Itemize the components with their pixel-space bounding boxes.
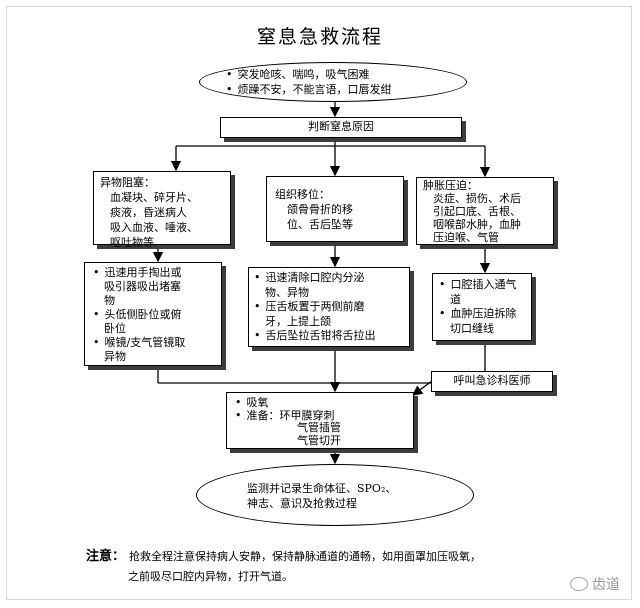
cause-displacement-line: 位、舌后坠等 xyxy=(287,218,353,231)
cause-compression-line: 炎症、损伤、术后 xyxy=(433,192,521,205)
attention-note: 注意：抢救全程注意保持病人安静，保持静脉通道的通畅，如用面罩加压吸氧， 之前吸尽… xyxy=(86,547,481,587)
action-foreign-step: 喉镜/支气管镜取 xyxy=(93,336,215,350)
cause-compression-line: 压迫喉、气管 xyxy=(433,231,499,244)
action-compression-step-cont: 切口缝线 xyxy=(450,321,494,335)
call-emergency-doctor-label: 呼叫急诊科医师 xyxy=(453,374,531,387)
action-displacement-step: 迅速清除口腔内分泌 xyxy=(254,271,404,286)
wechat-icon xyxy=(570,577,588,591)
action-foreign-step: 迅速用手掏出或 xyxy=(93,266,215,280)
action-foreign-step-cont: 吸引器吸出堵塞 xyxy=(104,280,181,293)
treatment-intubation: 气管插管 xyxy=(297,421,341,434)
cause-foreign-line: 吸入血液、唾液、 xyxy=(110,221,198,234)
diagram-frame xyxy=(6,6,632,600)
cause-displacement-box: 组织移位： 颌骨骨折的移 位、舌后坠等 xyxy=(266,176,404,242)
start-symptoms-ellipse: 突发呛咳、喘鸣，吸气困难 烦躁不安，不能言语，口唇发绀 xyxy=(199,62,467,102)
cause-foreign-body-box: 异物阻塞： 血凝块、碎牙片、 痰液，昏迷病人 吸入血液、唾液、 呕吐物等 xyxy=(93,171,231,249)
action-displacement-step-cont: 牙，上提上颌 xyxy=(265,314,331,328)
judge-cause-label: 判断窒息原因 xyxy=(308,120,374,133)
treatment-oxygen: 吸氧 xyxy=(235,396,405,410)
treatment-box: 吸氧 准备：环甲膜穿刺 气管插管 气管切开 xyxy=(226,392,414,449)
cause-compression-line: 引起口底、舌根、 xyxy=(433,205,521,218)
attention-note-line-1: 抢救全程注意保持病人安静，保持静脉通道的通畅，如用面罩加压吸氧， xyxy=(129,550,482,563)
watermark-text: 齿道 xyxy=(592,577,620,593)
action-compression-step: 血肿压迫拆除 xyxy=(439,307,525,322)
diagram-title: 窒息急救流程 xyxy=(256,26,383,48)
symptom-1: 突发呛咳、喘鸣，吸气困难 xyxy=(226,67,466,82)
action-displacement-step: 压舌板置于两侧前磨 xyxy=(254,300,404,315)
cause-foreign-line: 痰液，昏迷病人 xyxy=(110,206,187,219)
attention-note-label: 注意： xyxy=(86,549,126,564)
monitor-ellipse: 监测并记录生命体征、SPO₂、 神志、意识及抢救过程 xyxy=(196,464,474,526)
action-compression-step-cont: 道 xyxy=(450,292,461,306)
treatment-prepare: 准备：环甲膜穿刺 xyxy=(235,409,405,423)
cause-compression-title: 肿胀压迫： xyxy=(423,179,478,192)
action-foreign-step-cont: 物 xyxy=(104,294,115,307)
watermark: 齿道 xyxy=(570,574,620,594)
action-foreign-step: 头低侧卧位或俯 xyxy=(93,308,215,322)
cause-compression-box: 肿胀压迫： 炎症、损伤、术后 引起口底、舌根、 咽喉部水肿，血肿 压迫喉、气管 xyxy=(416,177,554,245)
cause-foreign-title: 异物阻塞： xyxy=(100,176,155,189)
monitor-line-1: 监测并记录生命体征、SPO₂、 xyxy=(247,482,397,495)
cause-displacement-title: 组织移位： xyxy=(275,188,330,201)
attention-note-line-2: 之前吸尽口腔内异物，打开气道。 xyxy=(128,570,293,583)
action-foreign-step-cont: 异物 xyxy=(104,350,126,363)
cause-foreign-line: 血凝块、碎牙片、 xyxy=(110,191,198,204)
monitor-line-2: 神志、意识及抢救过程 xyxy=(247,497,357,510)
action-foreign-step-cont: 卧位 xyxy=(104,322,126,335)
treatment-tracheotomy: 气管切开 xyxy=(297,433,341,447)
cause-foreign-line: 呕吐物等 xyxy=(110,236,154,249)
call-emergency-doctor-box: 呼叫急诊科医师 xyxy=(431,371,553,392)
action-displacement-step: 舌后坠拉舌钳将舌拉出 xyxy=(254,329,404,344)
action-displacement-step-cont: 物、异物 xyxy=(265,285,309,299)
action-compression-step: 口腔插入通气 xyxy=(439,278,525,293)
action-displacement-box: 迅速清除口腔内分泌 物、异物 压舌板置于两侧前磨 牙，上提上颌 舌后坠拉舌钳将舌… xyxy=(248,267,410,347)
action-compression-box: 口腔插入通气 道 血肿压迫拆除 切口缝线 xyxy=(432,273,532,341)
cause-displacement-line: 颌骨骨折的移 xyxy=(287,203,353,216)
judge-cause-box: 判断窒息原因 xyxy=(220,117,462,138)
cause-compression-line: 咽喉部水肿，血肿 xyxy=(433,218,521,231)
action-foreign-body-box: 迅速用手掏出或 吸引器吸出堵塞 物 头低侧卧位或俯 卧位 喉镜/支气管镜取 异物 xyxy=(84,262,222,366)
symptom-2: 烦躁不安，不能言语，口唇发绀 xyxy=(226,82,466,97)
